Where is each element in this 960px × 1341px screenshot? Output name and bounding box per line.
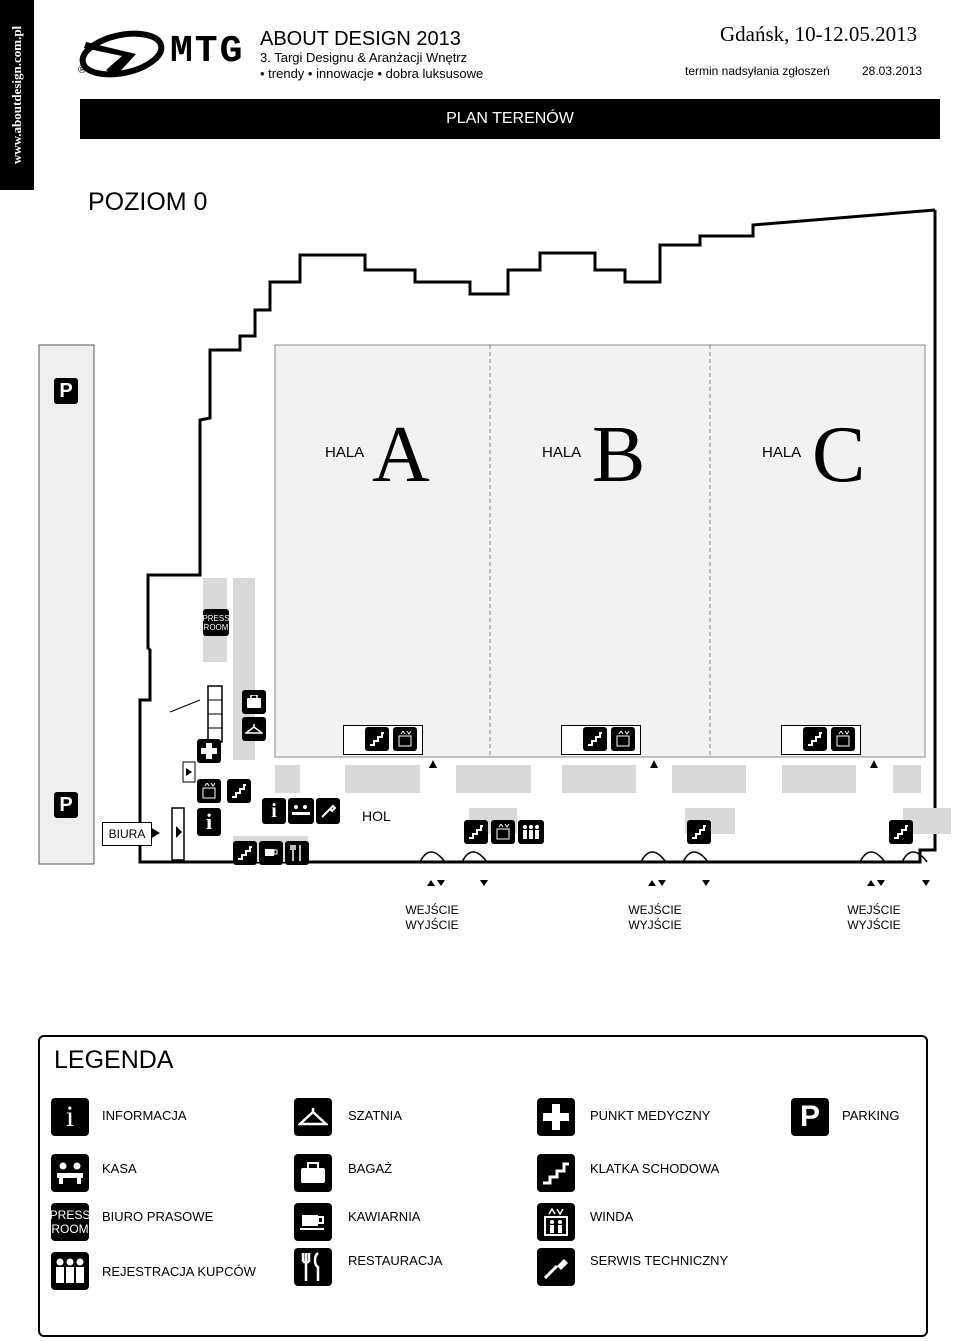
legend-luggage-label: BAGAŻ (348, 1161, 393, 1176)
entrance-3-exit: WYJŚCIE (847, 918, 901, 932)
registered-mark: ® (78, 64, 87, 76)
legend-title: LEGENDA (54, 1046, 174, 1074)
entrance-2-enter: WEJŚCIE (628, 903, 682, 917)
halls-area (274, 344, 926, 758)
medical-cross-icon (197, 739, 221, 763)
legend-cloakroom-icon (294, 1098, 332, 1136)
event-place-date: Gdańsk, 10-12.05.2013 (720, 22, 918, 46)
level-title: POZIOM 0 (88, 188, 208, 216)
stairs-icon-hol-c (889, 820, 913, 844)
stairs-icon-cafe (233, 841, 257, 865)
plan-banner: PLAN TERENÓW (80, 99, 940, 139)
legend-box (38, 1035, 928, 1337)
legend-info-label: INFORMACJA (102, 1108, 187, 1123)
mtg-logo-text: MTG (170, 30, 245, 73)
elevator-icon-hall-a (393, 727, 417, 751)
mtg-logo-icon (79, 30, 165, 78)
hall-b-label: HALA (542, 444, 582, 461)
hall-a-label: HALA (325, 444, 365, 461)
legend-technical-service-label: SERWIS TECHNICZNY (590, 1253, 729, 1268)
hall-b-letter: B (592, 411, 646, 499)
legend-medical-icon (537, 1098, 575, 1136)
stairs-icon-hall-b (583, 727, 607, 751)
deadline-label: termin nadsyłania zgłoszeń (685, 64, 830, 78)
legend-restaurant-icon (294, 1248, 332, 1286)
elevator-icon-hol (491, 820, 515, 844)
legend-stairs-label: KLATKA SCHODOWA (590, 1161, 720, 1176)
legend-cashier-icon (51, 1154, 89, 1192)
legend-luggage-icon (294, 1154, 332, 1192)
legend-buyer-registration-label: REJESTRACJA KUPCÓW (102, 1264, 256, 1279)
legend-elevator-icon (537, 1203, 575, 1241)
entrance-3-label: WEJŚCIE WYJŚCIE (838, 903, 910, 933)
technical-service-icon-hol (316, 798, 340, 824)
luggage-icon (242, 690, 266, 714)
parking-sign-bottom: P (54, 792, 78, 818)
legend-press-room-icon: PRESS ROOM (49, 1203, 91, 1241)
legend-cloakroom-label: SZATNIA (348, 1108, 402, 1123)
hall-c-label: HALA (762, 444, 802, 461)
hall-a-letter: A (372, 411, 430, 499)
entrance-3-enter: WEJŚCIE (847, 903, 901, 917)
hol-label: HOL (362, 808, 391, 824)
entrance-2-label: WEJŚCIE WYJŚCIE (619, 903, 691, 933)
biura-label: BIURA (102, 822, 152, 846)
side-url-strip: www.aboutdesign.com.pl (0, 0, 34, 190)
event-tags: • trendy • innowacje • dobra luksusowe (260, 66, 484, 81)
info-icon-hol: i (262, 798, 286, 824)
cloakroom-icon (242, 717, 266, 741)
legend-press-top: PRESS (49, 1208, 91, 1222)
stairs-icon-biura (227, 779, 251, 803)
hall-c-letter: C (812, 411, 866, 499)
entrance-2-exit: WYJŚCIE (628, 918, 682, 932)
deadline-date: 28.03.2013 (862, 64, 923, 78)
parking-area (38, 344, 95, 865)
entrance-1-exit: WYJŚCIE (405, 918, 459, 932)
entrance-1-label: WEJŚCIE WYJŚCIE (396, 903, 468, 933)
cashier-icon-hol (288, 798, 314, 824)
legend-elevator-label: WINDA (590, 1209, 634, 1224)
legend-info-icon: i (51, 1098, 89, 1136)
building-outline (138, 208, 937, 864)
event-title: ABOUT DESIGN 2013 (260, 28, 461, 50)
stairs-icon-hall-c (803, 727, 827, 751)
elevator-icon-hall-b (611, 727, 635, 751)
cafe-icon (259, 841, 283, 865)
legend-buyer-registration-icon (51, 1252, 89, 1290)
event-subtitle: 3. Targi Designu & Aranżacji Wnętrz (260, 50, 468, 65)
legend-medical-label: PUNKT MEDYCZNY (590, 1108, 711, 1123)
entrance-1-enter: WEJŚCIE (405, 903, 459, 917)
legend-stairs-icon (537, 1154, 575, 1192)
stairs-icon-hol (464, 820, 488, 844)
legend-restaurant-label: RESTAURACJA (348, 1253, 443, 1268)
cloakroom-strip (233, 578, 255, 760)
parking-sign-top: P (54, 378, 78, 404)
legend-parking-icon: P (791, 1098, 829, 1136)
legend-press-bottom: ROOM (51, 1222, 89, 1236)
legend-cafe-label: KAWIARNIA (348, 1209, 421, 1224)
floor-plan (38, 208, 951, 886)
elevator-icon-hall-c (831, 727, 855, 751)
press-room-bottom: ROOM (203, 622, 229, 632)
restaurant-icon (285, 841, 309, 865)
stairs-icon-hol-b (687, 820, 711, 844)
buyer-registration-icon-hol (518, 820, 544, 844)
legend-press-room-label: BIURO PRASOWE (102, 1209, 214, 1224)
press-room-sign: PRESS ROOM (202, 609, 230, 636)
stairs-icon-hall-a (365, 727, 389, 751)
legend-parking-label: PARKING (842, 1108, 900, 1123)
info-icon-biura: i (197, 808, 221, 836)
legend-cashier-label: KASA (102, 1161, 137, 1176)
plan-banner-text: PLAN TERENÓW (446, 110, 574, 127)
elevator-icon-biura (197, 779, 221, 803)
legend-cafe-icon (294, 1203, 332, 1241)
press-room-top: PRESS (202, 613, 230, 623)
legend-technical-service-icon (537, 1248, 575, 1286)
